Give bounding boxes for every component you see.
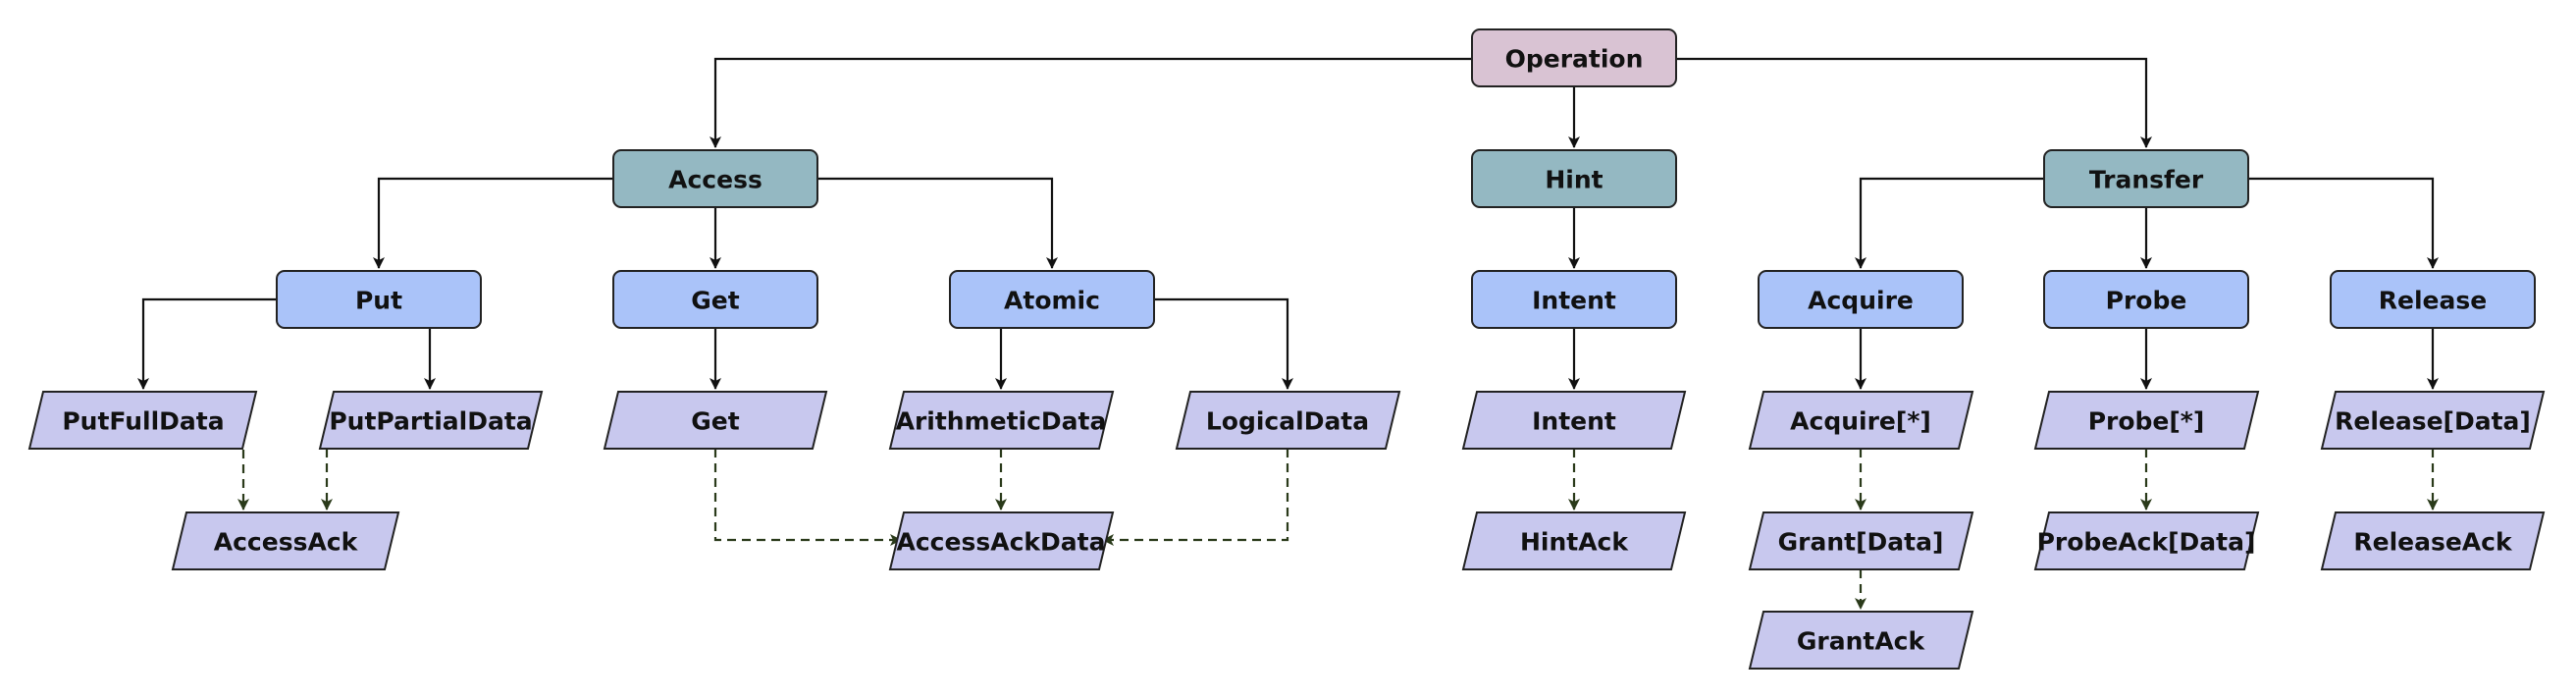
node-probe-label: Probe — [2106, 287, 2187, 315]
node-access-box — [612, 149, 818, 208]
msg-probe-shape — [2033, 391, 2260, 450]
msg-grantdata-label: Grant[Data] — [1778, 528, 1944, 557]
msg-arithmeticdata: ArithmeticData — [888, 391, 1115, 450]
node-put: Put — [276, 270, 482, 329]
msg-hintack: HintAck — [1461, 511, 1687, 570]
msg-putpartialdata-shape — [318, 391, 544, 450]
edge-access-put — [373, 177, 613, 269]
msg-probeackdata-shape — [2033, 511, 2260, 570]
msg-accessack: AccessAck — [171, 511, 400, 570]
msg-get-label: Get — [691, 407, 739, 436]
msg-accessack-shape — [171, 511, 400, 570]
node-atomic: Atomic — [949, 270, 1155, 329]
msg-putfulldata: PutFullData — [27, 391, 258, 450]
msg-accessackdata-shape — [888, 511, 1115, 570]
msg-putpartialdata: PutPartialData — [318, 391, 544, 450]
node-operation: Operation — [1471, 28, 1677, 87]
node-intent-box — [1471, 270, 1677, 329]
node-get-label: Get — [691, 287, 739, 315]
node-put-label: Put — [355, 287, 402, 315]
msg-hintack-shape — [1461, 511, 1687, 570]
edge-atomic-logicaldata — [1154, 297, 1293, 390]
msg-acquire-shape — [1748, 391, 1974, 450]
edge-transfer-acquire — [1855, 177, 2044, 269]
node-probe: Probe — [2043, 270, 2249, 329]
msg-arithmeticdata-label: ArithmeticData — [896, 407, 1107, 436]
node-intent-label: Intent — [1532, 287, 1616, 315]
node-transfer-label: Transfer — [2089, 166, 2204, 194]
msg-putfulldata-shape — [27, 391, 258, 450]
msg-grantack: GrantAck — [1748, 611, 1974, 670]
node-hint-box — [1471, 149, 1677, 208]
node-release: Release — [2330, 270, 2536, 329]
node-operation-label: Operation — [1505, 45, 1644, 74]
solid-edges — [137, 57, 2439, 390]
msg-acquire-label: Acquire[*] — [1790, 407, 1931, 436]
msg-logicaldata-shape — [1175, 391, 1401, 450]
msg-get-shape — [603, 391, 828, 450]
msg-accessackdata: AccessAckData — [888, 511, 1115, 570]
node-acquire-box — [1758, 270, 1964, 329]
node-acquire-label: Acquire — [1808, 287, 1914, 315]
msg-releaseack-shape — [2320, 511, 2546, 570]
msg-grantdata-shape — [1748, 511, 1974, 570]
edge-put-putfulldata — [137, 297, 277, 390]
msg-releasedata-shape — [2320, 391, 2546, 450]
msg-putpartialdata-label: PutPartialData — [329, 407, 532, 436]
node-intent: Intent — [1471, 270, 1677, 329]
edge-access-atomic — [817, 177, 1058, 269]
msg-arithmeticdata-shape — [888, 391, 1115, 450]
msg-probe: Probe[*] — [2033, 391, 2260, 450]
msg-probeackdata: ProbeAck[Data] — [2033, 511, 2260, 570]
msg-intent: Intent — [1461, 391, 1687, 450]
node-probe-box — [2043, 270, 2249, 329]
msg-probe-label: Probe[*] — [2088, 407, 2205, 436]
node-operation-box — [1471, 28, 1677, 87]
node-release-box — [2330, 270, 2536, 329]
edge-logicaldata-accessackdata — [1102, 449, 1289, 546]
msg-releasedata: Release[Data] — [2320, 391, 2546, 450]
node-atomic-label: Atomic — [1004, 287, 1100, 315]
edge-operation-access — [710, 57, 1472, 148]
msg-accessackdata-label: AccessAckData — [897, 528, 1106, 557]
node-hint: Hint — [1471, 149, 1677, 208]
msg-intent-label: Intent — [1532, 407, 1616, 436]
node-access: Access — [612, 149, 818, 208]
msg-putfulldata-label: PutFullData — [62, 407, 224, 436]
node-atomic-box — [949, 270, 1155, 329]
msg-get: Get — [603, 391, 828, 450]
node-transfer-box — [2043, 149, 2249, 208]
node-get-box — [612, 270, 818, 329]
msg-logicaldata: LogicalData — [1175, 391, 1401, 450]
node-access-label: Access — [668, 166, 762, 194]
msg-grantdata: Grant[Data] — [1748, 511, 1974, 570]
edge-transfer-release — [2248, 177, 2439, 269]
msg-accessack-label: AccessAck — [214, 528, 359, 557]
msg-intent-shape — [1461, 391, 1687, 450]
msg-grantack-shape — [1748, 611, 1974, 670]
msg-releaseack: ReleaseAck — [2320, 511, 2546, 570]
msg-probeackdata-label: ProbeAck[Data] — [2037, 528, 2256, 557]
node-put-box — [276, 270, 482, 329]
msg-releaseack-label: ReleaseAck — [2353, 528, 2513, 557]
msg-hintack-label: HintAck — [1520, 528, 1629, 557]
msg-releasedata-label: Release[Data] — [2335, 407, 2531, 436]
edge-operation-transfer — [1676, 57, 2152, 148]
node-release-label: Release — [2379, 287, 2487, 315]
msg-grantack-label: GrantAck — [1797, 627, 1926, 656]
node-transfer: Transfer — [2043, 149, 2249, 208]
node-hint-label: Hint — [1545, 166, 1603, 194]
edge-getmsg-accessackdata — [713, 449, 902, 546]
msg-logicaldata-label: LogicalData — [1206, 407, 1369, 436]
node-acquire: Acquire — [1758, 270, 1964, 329]
node-get: Get — [612, 270, 818, 329]
msg-acquire: Acquire[*] — [1748, 391, 1974, 450]
